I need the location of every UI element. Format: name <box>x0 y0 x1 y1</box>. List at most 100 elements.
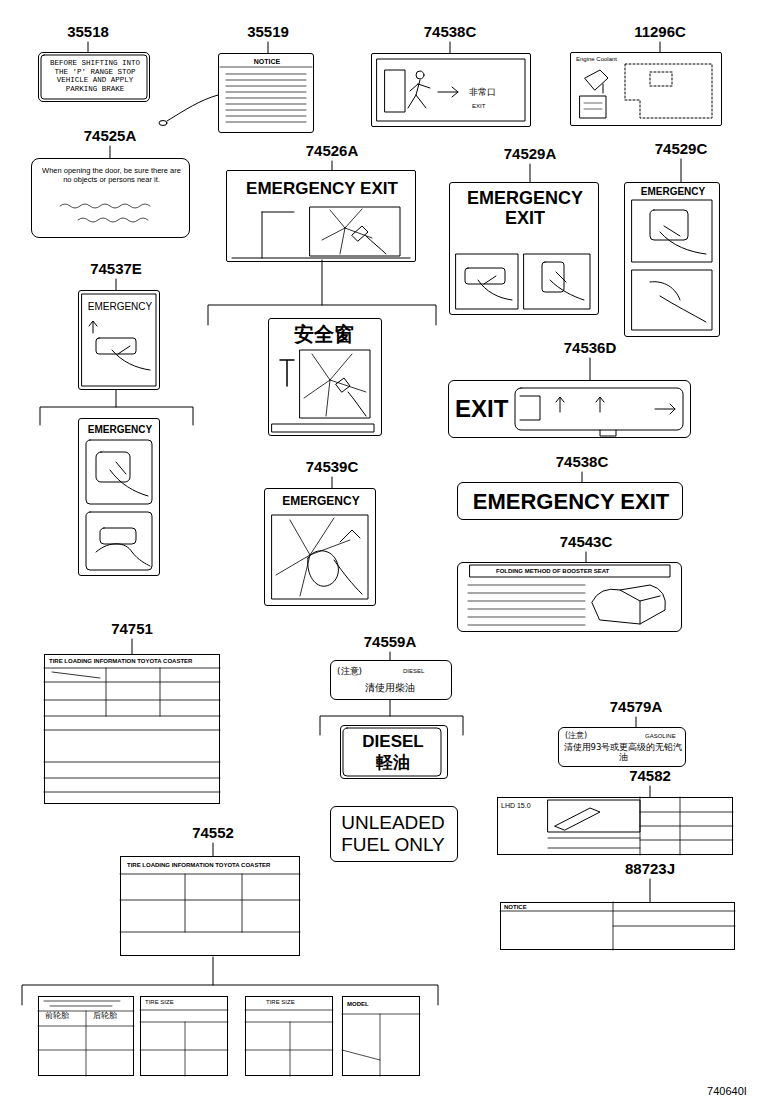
hand-symbol <box>110 462 148 496</box>
sticker-text: MODEL <box>347 1001 369 1008</box>
label-sticker: TIRE LOADING INFORMATION TOYOTA COASTER <box>44 654 220 804</box>
part-number: 35519 <box>247 23 289 40</box>
sticker-text: 非常口 <box>469 87 496 97</box>
label-sticker: TIRE SIZE <box>245 996 333 1076</box>
lock-panel <box>548 800 640 832</box>
bus-outline <box>515 388 683 430</box>
sticker-text: EXIT <box>455 395 508 423</box>
table-grid <box>548 797 733 855</box>
bracket <box>320 700 463 735</box>
seat-drawing <box>592 585 665 624</box>
handle-symbol <box>96 452 130 482</box>
radiator-cap <box>650 72 672 86</box>
runner-head <box>416 71 424 79</box>
label-sticker: EMERGENCY EXIT <box>226 170 416 262</box>
part-number: 74582 <box>629 767 671 784</box>
arrow-symbol <box>89 321 97 333</box>
sticker-text: TIRE SIZE <box>266 999 295 1006</box>
table-grid <box>500 902 735 950</box>
sticker-text: EMERGENCY EXIT <box>231 179 413 199</box>
part-number: 74525A <box>84 127 137 144</box>
sticker-text: 前轮胎 <box>45 1011 69 1020</box>
glass-crack <box>276 518 350 596</box>
sticker-text: (注意) <box>565 731 587 740</box>
label-sticker: LHD 15.0 <box>497 797 733 855</box>
table-grid <box>120 874 300 932</box>
glass-crack <box>304 354 366 416</box>
sticker-text: EMERGENCY <box>269 495 373 509</box>
text-lines <box>468 585 585 625</box>
table-grid <box>342 1014 420 1076</box>
heading-row <box>470 565 670 577</box>
part-number: 74579A <box>610 698 663 715</box>
part-number: 11296C <box>634 23 686 40</box>
part-number: 74529C <box>655 140 708 157</box>
sticker-text: EXIT <box>472 103 485 110</box>
instruction-panel <box>456 254 518 309</box>
part-number: 74559A <box>364 633 417 650</box>
sticker-text: 清使用93号或更高级的无铅汽油 <box>563 743 683 763</box>
sticker-text: NOTICE <box>227 58 307 66</box>
sticker-text: Engine Coolant <box>576 56 617 63</box>
label-sticker: DIESEL軽油 <box>340 725 448 779</box>
arrow-symbol <box>438 87 458 97</box>
part-number: 74751 <box>111 620 153 637</box>
lever-symbol <box>555 808 600 830</box>
label-sticker: EMERGENCY EXIT <box>449 182 599 315</box>
door-symbol <box>385 70 405 112</box>
sticker-text: DIESEL <box>341 732 445 752</box>
window-pane <box>300 350 370 418</box>
instruction-panel <box>524 254 590 309</box>
label-sticker: EXIT <box>448 380 691 438</box>
window-frame <box>232 212 410 258</box>
part-number: 74537E <box>90 260 142 277</box>
hand-symbol <box>478 276 512 300</box>
hand-symbol <box>550 272 584 300</box>
radiator-outline <box>625 64 712 118</box>
part-number: 88723J <box>625 860 675 877</box>
label-sticker: (注意)DIESEL清使用柴油 <box>330 660 452 700</box>
hand-symbol <box>112 346 150 370</box>
glass-crack <box>322 209 372 254</box>
sticker-text: (注意) <box>337 666 362 676</box>
sticker-text: UNLEADED FUEL ONLY <box>331 812 455 856</box>
label-sticker: NOTICE <box>218 53 314 133</box>
hand-symbol <box>660 226 706 254</box>
label-sticker: EMERGENCY EXIT <box>457 482 683 520</box>
table-grid <box>140 1010 228 1076</box>
tie-loop <box>159 121 167 126</box>
label-sticker: NOTICE <box>500 902 735 950</box>
part-number: 74552 <box>192 824 234 841</box>
label-sticker: EMERGENCY <box>264 488 376 606</box>
sticker-text: EMERGENCY EXIT <box>456 189 594 229</box>
label-sticker: FOLDING METHOD OF BOOSTER SEAT <box>457 562 682 632</box>
sticker-border <box>377 59 525 121</box>
part-number: 35518 <box>67 23 109 40</box>
hammer-hand <box>308 530 362 594</box>
label-sticker: 安全窗 <box>268 318 382 436</box>
sticker-text: TIRE LOADING INFORMATION TOYOTA COASTER <box>127 862 270 869</box>
sticker-text: 后轮胎 <box>93 1011 117 1020</box>
label-sticker: 前轮胎 后轮胎 <box>38 996 134 1076</box>
sticker-text: DIESEL <box>403 668 424 675</box>
label-sticker: EMERGENCY <box>78 418 160 576</box>
instruction-panel <box>632 270 712 330</box>
table-grid <box>245 1010 333 1076</box>
sticker-border <box>41 55 147 99</box>
bracket <box>22 957 438 1005</box>
part-number: 74539C <box>306 458 359 475</box>
label-sticker: Engine Coolant <box>570 52 722 126</box>
hand-symbol <box>650 282 706 322</box>
sticker-text: GASOLINE <box>645 733 676 740</box>
sticker-text: When opening the door, be sure there are… <box>40 166 183 185</box>
bracket <box>40 390 193 425</box>
instruction-panel <box>86 440 152 504</box>
sticker-text: TIRE LOADING INFORMATION TOYOTA COASTER <box>49 658 192 665</box>
label-sticker: EMERGENCY <box>624 182 720 337</box>
part-number: 74526A <box>306 142 359 159</box>
handle-symbol <box>465 268 505 284</box>
window-pane <box>272 515 368 599</box>
part-number: 74529A <box>504 145 557 162</box>
bracket <box>208 260 436 325</box>
handle-symbol <box>100 528 136 544</box>
